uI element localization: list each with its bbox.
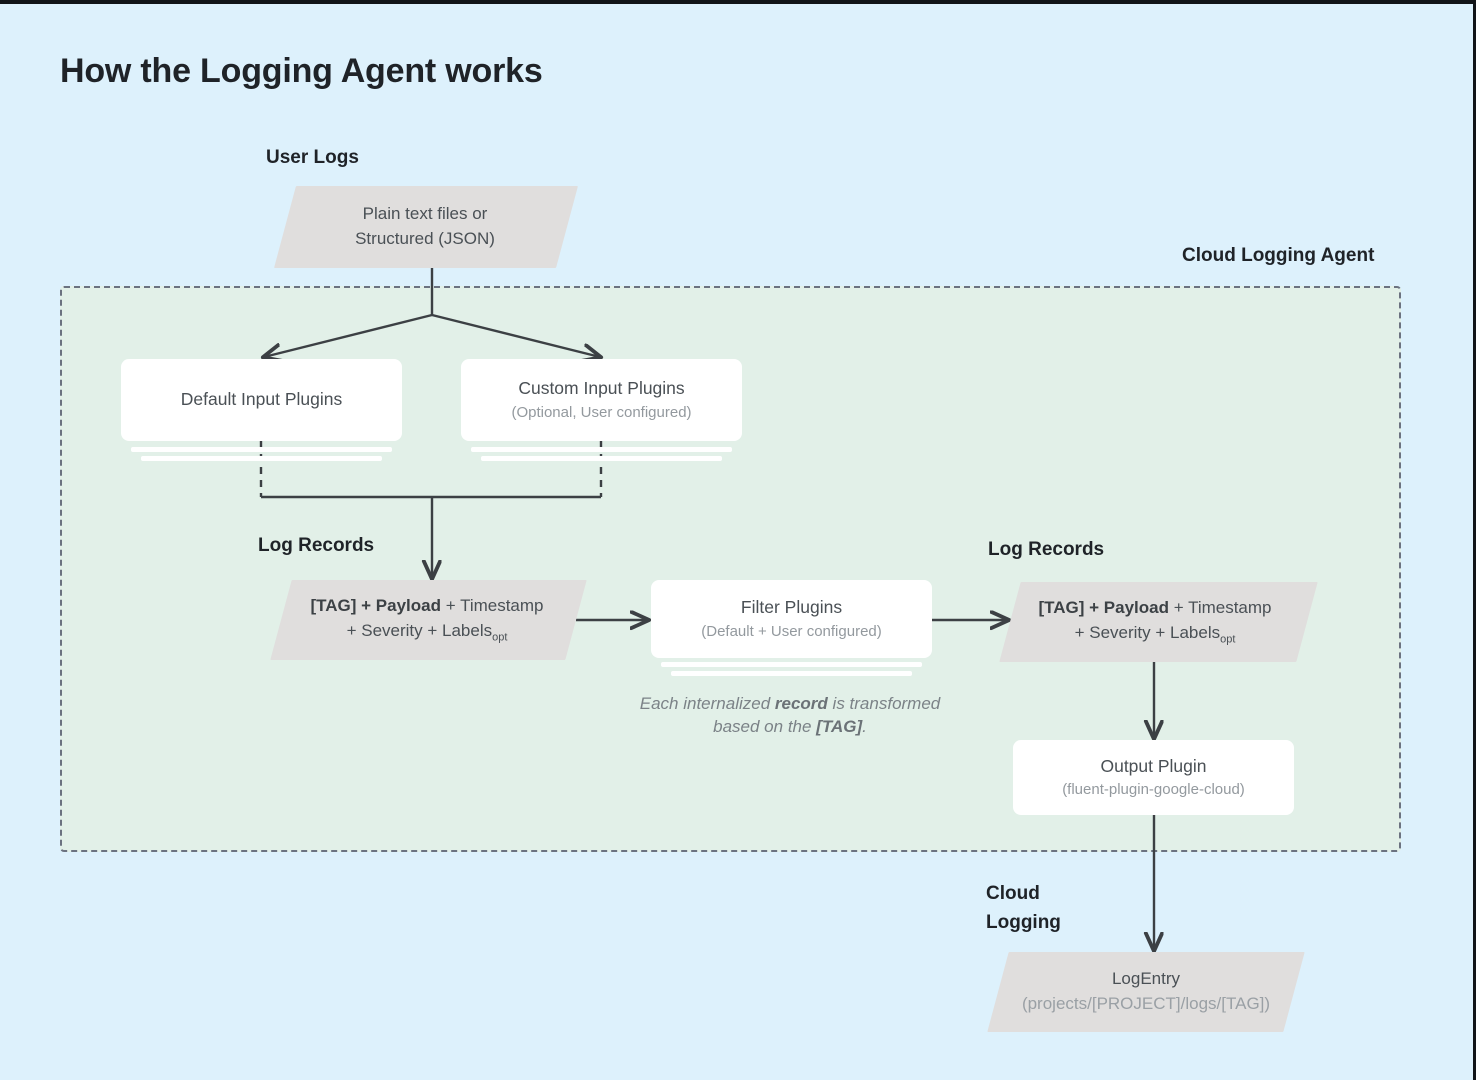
log-record-right-line-1: [TAG] + Payload + Timestamp bbox=[1038, 596, 1271, 621]
log-record-right-timestamp: + Timestamp bbox=[1169, 598, 1272, 618]
custom-input-plugins-subtitle: (Optional, User configured) bbox=[511, 403, 692, 421]
custom-input-plugins-stack-line-1 bbox=[471, 447, 732, 452]
log-record-right-opt-subscript: opt bbox=[1220, 633, 1236, 646]
output-plugin-title: Output Plugin bbox=[1100, 755, 1207, 776]
label-cloud-logging-agent: Cloud Logging Agent bbox=[1182, 245, 1375, 266]
log-entry-subtitle: (projects/[PROJECT]/logs/[TAG]) bbox=[1021, 994, 1271, 1013]
node-log-record-right-label: [TAG] + Payload + Timestamp + Severity +… bbox=[990, 582, 1320, 662]
log-record-left-severity-labels: + Severity + Labels bbox=[346, 620, 493, 640]
filter-plugins-stack-line-1 bbox=[661, 662, 922, 667]
default-input-plugins-stack-line-1 bbox=[131, 447, 392, 452]
caption-part-2: is bbox=[827, 694, 845, 713]
caption-part-3: transformed based on the bbox=[713, 694, 941, 737]
label-log-records-right: Log Records bbox=[988, 539, 1105, 560]
node-user-logs-source-label: Plain text files or Structured (JSON) bbox=[265, 186, 585, 268]
log-record-left-tag-payload: [TAG] + Payload bbox=[310, 596, 441, 616]
caption-part-4: . bbox=[862, 717, 867, 737]
default-input-plugins-stack-line-2 bbox=[141, 456, 382, 461]
label-cloud-logging-line-1: Cloud bbox=[986, 883, 1040, 904]
log-record-right-line-2: + Severity + Labelsopt bbox=[1075, 621, 1236, 648]
page-title: How the Logging Agent works bbox=[60, 52, 543, 90]
top-border bbox=[0, 0, 1476, 4]
label-cloud-logging-line-2: Logging bbox=[986, 911, 1061, 933]
user-logs-source-line-2: Structured (JSON) bbox=[355, 229, 495, 248]
caption-tag-keyword: [TAG] bbox=[816, 717, 863, 737]
node-log-entry-label: LogEntry (projects/[PROJECT]/logs/[TAG]) bbox=[978, 952, 1314, 1032]
filter-plugins-title: Filter Plugins bbox=[740, 597, 843, 618]
caption-record-transform: Each internalized record is transformed … bbox=[620, 692, 960, 739]
user-logs-source-line-1: Plain text files or bbox=[362, 204, 488, 224]
custom-input-plugins-stack-line-2 bbox=[481, 456, 722, 461]
log-record-left-opt-subscript: opt bbox=[492, 631, 508, 644]
log-record-right-severity-labels: + Severity + Labels bbox=[1074, 622, 1221, 642]
caption-part-1: Each internalized bbox=[639, 694, 775, 713]
custom-input-plugins-title: Custom Input Plugins bbox=[518, 378, 685, 399]
caption-record-keyword: record bbox=[774, 694, 828, 713]
node-output-plugin[interactable]: Output Plugin (fluent-plugin-google-clou… bbox=[1013, 740, 1294, 815]
label-user-logs: User Logs bbox=[266, 147, 359, 168]
output-plugin-subtitle: (fluent-plugin-google-cloud) bbox=[1062, 781, 1245, 799]
log-entry-title: LogEntry bbox=[1111, 969, 1181, 989]
label-cloud-logging: Cloud Logging bbox=[986, 880, 1061, 937]
log-record-right-tag-payload: [TAG] + Payload bbox=[1038, 598, 1169, 618]
node-log-record-left-label: [TAG] + Payload + Timestamp + Severity +… bbox=[262, 580, 592, 660]
label-log-records-left: Log Records bbox=[258, 535, 375, 556]
log-record-left-line-1: [TAG] + Payload + Timestamp bbox=[310, 594, 543, 619]
log-record-left-line-2: + Severity + Labelsopt bbox=[347, 619, 508, 646]
filter-plugins-subtitle: (Default + User configured) bbox=[701, 622, 882, 640]
node-filter-plugins[interactable]: Filter Plugins (Default + User configure… bbox=[651, 580, 932, 658]
default-input-plugins-title: Default Input Plugins bbox=[180, 389, 343, 410]
right-border bbox=[1473, 0, 1476, 1080]
node-default-input-plugins[interactable]: Default Input Plugins bbox=[121, 359, 402, 441]
log-record-left-timestamp: + Timestamp bbox=[441, 596, 544, 616]
filter-plugins-stack-line-2 bbox=[671, 671, 912, 676]
node-custom-input-plugins[interactable]: Custom Input Plugins (Optional, User con… bbox=[461, 359, 742, 441]
